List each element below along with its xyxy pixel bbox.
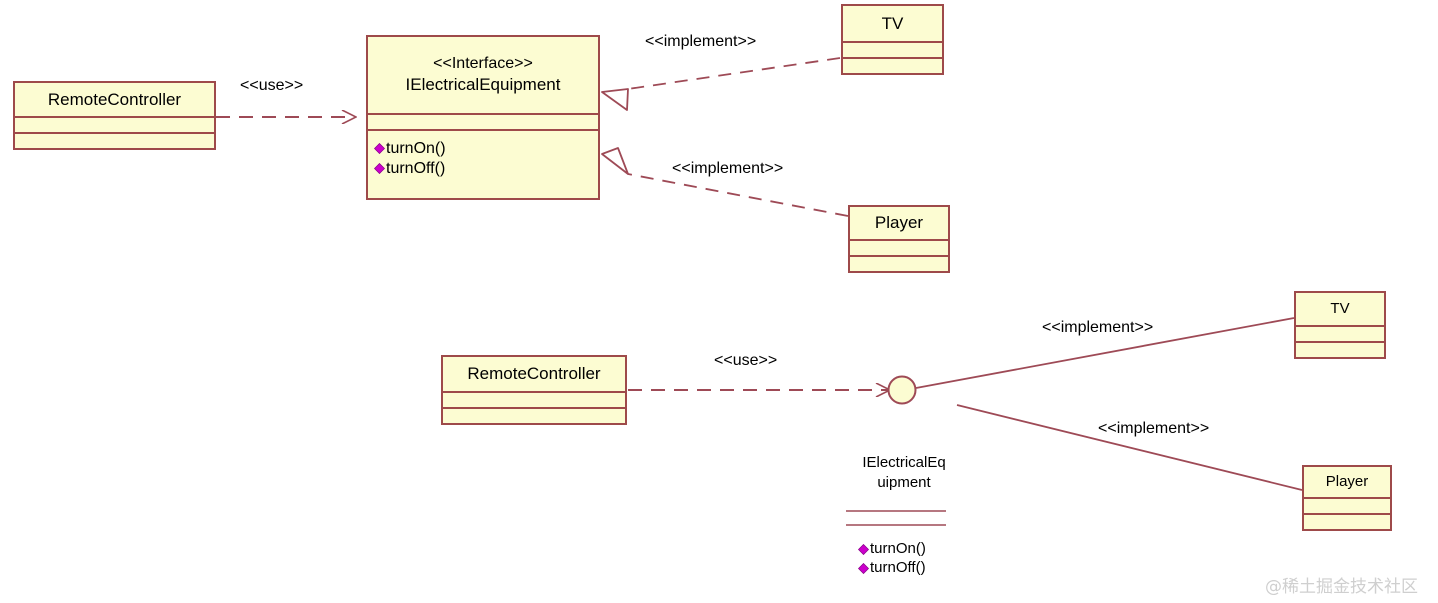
- edge-label-use-top: <<use>>: [240, 77, 304, 94]
- class-name-label: Player: [874, 213, 924, 233]
- operations-compartment: turnOn() turnOff(): [368, 131, 598, 182]
- compartment-separator: [443, 407, 625, 409]
- lollipop-name-line1: IElectricalEq: [862, 454, 946, 471]
- class-name-label: RemoteController: [467, 364, 601, 384]
- ball-interface-icon: [887, 375, 917, 405]
- diamond-icon: [374, 162, 385, 174]
- diamond-icon: [374, 143, 385, 155]
- interface-name-block: <<Interface>> IElectricalEquipment: [368, 37, 598, 113]
- class-box-tv-bottom[interactable]: TV: [1294, 291, 1386, 359]
- lollipop-separators: [846, 510, 946, 526]
- interface-stereotype-label: <<Interface>>: [433, 55, 533, 73]
- class-name-label: RemoteController: [47, 89, 182, 109]
- attributes-compartment: [368, 115, 598, 129]
- attributes-compartment: [1304, 499, 1390, 513]
- operations-compartment: [1304, 515, 1390, 529]
- compartment-separator: [368, 113, 598, 115]
- compartment-separator: [1304, 497, 1390, 499]
- edge-label-use-bottom: <<use>>: [714, 352, 778, 369]
- diamond-icon: [858, 562, 869, 574]
- compartment-separator: [15, 132, 214, 134]
- operation-row: turnOn(): [374, 139, 592, 159]
- operations-compartment: [843, 59, 942, 73]
- edge-label-implement-player-bottom: <<implement>>: [1098, 420, 1210, 437]
- attributes-compartment: [443, 393, 625, 407]
- class-name-tv: TV: [843, 6, 942, 41]
- attributes-compartment: [15, 118, 214, 132]
- compartment-separator: [850, 239, 948, 241]
- class-box-remotecontroller-bottom[interactable]: RemoteController: [441, 355, 627, 425]
- class-box-player-top[interactable]: Player: [848, 205, 950, 273]
- operation-label: turnOff(): [870, 558, 926, 576]
- class-name-tv: TV: [1296, 293, 1384, 325]
- operation-label: turnOn(): [870, 540, 926, 557]
- compartment-separator: [843, 57, 942, 59]
- diamond-icon: [858, 543, 869, 555]
- edge-implement-tv-top: [601, 57, 841, 111]
- edge-label-implement-player-top: <<implement>>: [672, 160, 784, 177]
- attributes-compartment: [850, 241, 948, 255]
- edge-implement-tv-bottom: [915, 317, 1295, 389]
- edge-label-implement-tv-bottom: <<implement>>: [1042, 319, 1154, 336]
- edge-implement-player-bottom: [956, 404, 1303, 491]
- compartment-separator: [1296, 341, 1384, 343]
- class-box-player-bottom[interactable]: Player: [1302, 465, 1392, 531]
- lollipop-name-line2: uipment: [877, 474, 931, 492]
- watermark: @稀土掘金技术社区: [1265, 577, 1418, 597]
- class-name-player: Player: [1304, 467, 1390, 497]
- attributes-compartment: [1296, 327, 1384, 341]
- class-name-label: Player: [1325, 472, 1369, 490]
- operation-row: turnOff(): [374, 159, 592, 179]
- class-box-remotecontroller-top[interactable]: RemoteController: [13, 81, 216, 150]
- class-name-label: TV: [1330, 299, 1350, 317]
- operations-compartment: [15, 134, 214, 148]
- operation-row: turnOff(): [858, 559, 926, 578]
- lollipop-operations: turnOn() turnOff(): [858, 540, 926, 578]
- edge-label-implement-tv-top: <<implement>>: [645, 33, 757, 50]
- compartment-separator: [850, 255, 948, 257]
- class-name-remotecontroller: RemoteController: [443, 357, 625, 391]
- operations-compartment: [1296, 343, 1384, 357]
- class-name-player: Player: [850, 207, 948, 239]
- class-name-remotecontroller: RemoteController: [15, 83, 214, 116]
- compartment-separator: [15, 116, 214, 118]
- class-box-tv-top[interactable]: TV: [841, 4, 944, 75]
- compartment-separator: [1296, 325, 1384, 327]
- attributes-compartment: [843, 43, 942, 57]
- operations-compartment: [443, 409, 625, 423]
- operation-row: turnOn(): [858, 540, 926, 559]
- compartment-separator: [368, 129, 598, 131]
- operation-label: turnOff(): [386, 159, 446, 177]
- edge-implement-player-top: [601, 147, 849, 217]
- compartment-separator: [1304, 513, 1390, 515]
- lollipop-interface-name: IElectricalEq uipment: [846, 453, 962, 494]
- compartment-separator: [443, 391, 625, 393]
- class-name-label: TV: [881, 13, 904, 33]
- operation-label: turnOn(): [386, 140, 446, 157]
- operations-compartment: [850, 257, 948, 271]
- interface-name-label: IElectricalEquipment: [405, 75, 561, 95]
- compartment-separator: [843, 41, 942, 43]
- class-box-ielectricalequipment[interactable]: <<Interface>> IElectricalEquipment turnO…: [366, 35, 600, 200]
